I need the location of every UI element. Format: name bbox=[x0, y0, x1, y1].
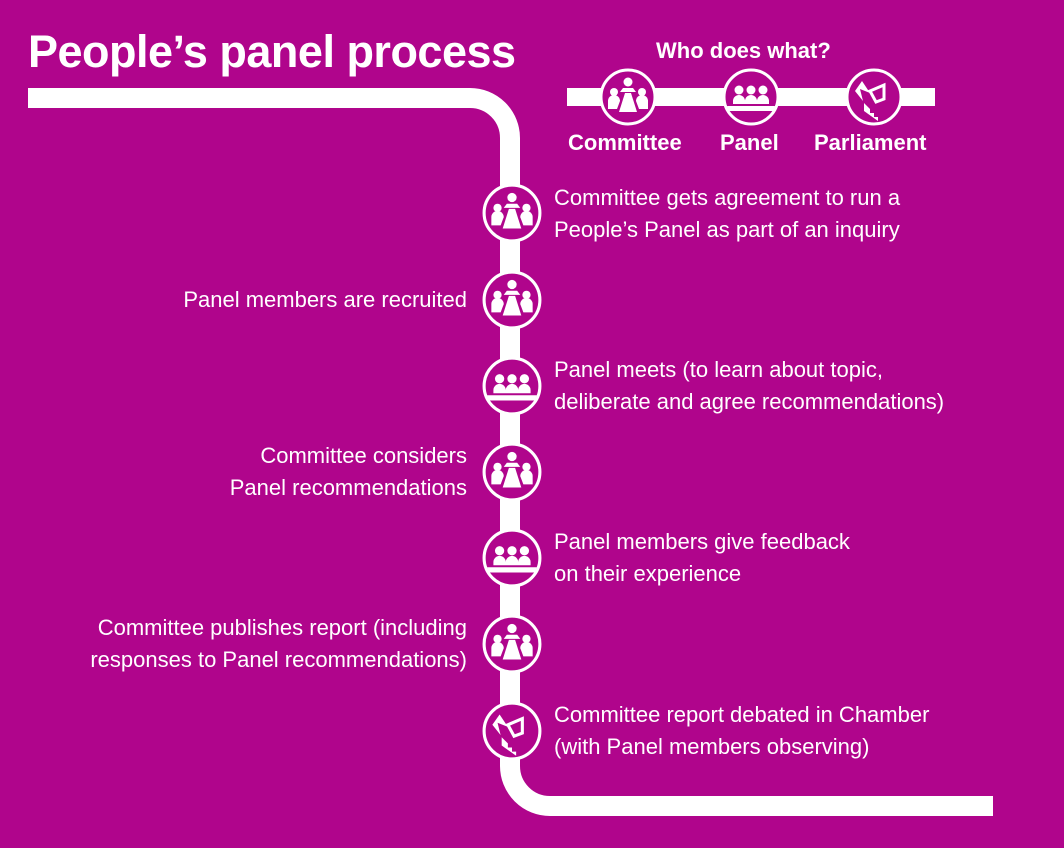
step-line: Committee considers bbox=[260, 443, 467, 468]
step-line: (with Panel members observing) bbox=[554, 734, 870, 759]
step-6-committee-icon bbox=[482, 614, 542, 674]
step-line: deliberate and agree recommendations) bbox=[554, 389, 945, 414]
parliament-icon bbox=[845, 68, 903, 126]
step-1-text: Committee gets agreement to run a People… bbox=[554, 182, 900, 246]
panel-icon bbox=[722, 68, 780, 126]
step-4-text: Committee considers Panel recommendation… bbox=[230, 440, 467, 504]
step-5-text: Panel members give feedback on their exp… bbox=[554, 526, 850, 590]
step-line: responses to Panel recommendations) bbox=[90, 647, 467, 672]
legend-label-committee: Committee bbox=[568, 130, 682, 155]
step-2-committee-icon bbox=[482, 270, 542, 330]
step-line: Panel members are recruited bbox=[183, 287, 467, 312]
step-5-panel-icon bbox=[482, 528, 542, 588]
page-title: People’s panel process bbox=[28, 26, 516, 77]
step-1-committee-icon bbox=[482, 183, 542, 243]
committee-icon bbox=[599, 68, 657, 126]
step-line: Committee publishes report (including bbox=[97, 615, 467, 640]
legend-label-panel: Panel bbox=[720, 130, 779, 155]
step-4-committee-icon bbox=[482, 442, 542, 502]
step-line: Committee report debated in Chamber bbox=[554, 702, 930, 727]
step-6-text: Committee publishes report (including re… bbox=[90, 612, 467, 676]
step-7-parliament-icon bbox=[482, 701, 542, 761]
step-line: Panel members give feedback bbox=[554, 529, 850, 554]
step-7-text: Committee report debated in Chamber (wit… bbox=[554, 699, 929, 763]
step-line: Panel meets (to learn about topic, bbox=[554, 357, 883, 382]
step-3-text: Panel meets (to learn about topic, delib… bbox=[554, 354, 944, 418]
step-line: Committee gets agreement to run a bbox=[554, 185, 901, 210]
legend-label-parliament: Parliament bbox=[814, 130, 927, 155]
step-line: on their experience bbox=[554, 561, 742, 586]
step-line: People’s Panel as part of an inquiry bbox=[554, 217, 900, 242]
step-line: Panel recommendations bbox=[229, 475, 467, 500]
step-3-panel-icon bbox=[482, 356, 542, 416]
legend-heading: Who does what? bbox=[656, 38, 831, 63]
step-2-text: Panel members are recruited bbox=[183, 284, 467, 316]
